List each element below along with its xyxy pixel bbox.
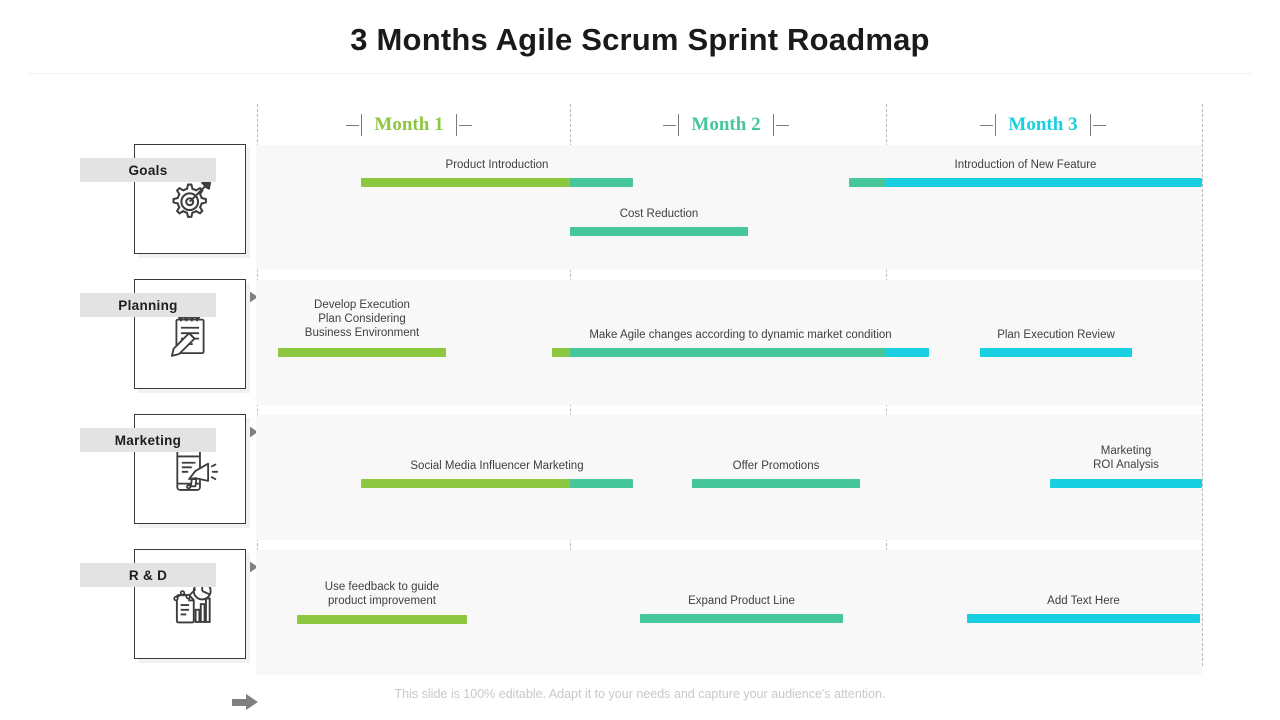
bracket-right-icon: [1089, 114, 1106, 136]
bar-segment-month2: [569, 479, 633, 488]
task-bar[interactable]: [570, 227, 748, 236]
bracket-left-icon: [980, 114, 997, 136]
row-tag-goals[interactable]: Goals: [80, 158, 216, 182]
row-label: Goals: [128, 162, 168, 178]
task-expand-product-line[interactable]: Expand Product Line: [640, 594, 843, 626]
task-caption: Plan Execution Review: [997, 329, 1115, 341]
phone-megaphone-icon: [176, 449, 219, 491]
task-caption: Offer Promotions: [732, 460, 820, 472]
gear-target-icon: [172, 180, 212, 218]
title-divider: [28, 73, 1252, 74]
task-caption: Make Agile changes according to dynamic …: [589, 329, 892, 341]
month-header-3[interactable]: Month 3: [963, 108, 1123, 142]
task-marketing-roi-analysis[interactable]: Marketing ROI Analysis: [1050, 444, 1202, 492]
month-header-row: Month 1 Month 2 Month 3: [0, 108, 1280, 142]
bar-segment-month1: [552, 348, 571, 357]
task-caption: Cost Reduction: [619, 208, 699, 220]
bar-segment-month2: [640, 614, 843, 623]
row-tag-rd[interactable]: R & D: [80, 563, 216, 587]
row-band-planning: [256, 280, 1202, 405]
task-bar[interactable]: [849, 178, 1202, 187]
row-label: Planning: [118, 297, 178, 313]
task-caption: Develop Execution Plan Considering Busin…: [304, 299, 420, 339]
task-social-media-influencer-marketing[interactable]: Social Media Influencer Marketing: [361, 459, 633, 491]
analytics-report-icon: [173, 581, 212, 624]
task-bar[interactable]: [361, 479, 633, 488]
page-title: 3 Months Agile Scrum Sprint Roadmap: [350, 22, 930, 57]
task-develop-execution-plan[interactable]: Develop Execution Plan Considering Busin…: [278, 298, 446, 360]
bracket-right-icon: [772, 114, 789, 136]
footer-note: This slide is 100% editable. Adapt it to…: [394, 687, 886, 701]
row-arrow-icon: [232, 694, 258, 710]
task-bar[interactable]: [297, 615, 467, 624]
bar-segment-month3: [886, 178, 1202, 187]
bar-segment-month1: [297, 615, 467, 624]
month-header-1[interactable]: Month 1: [329, 108, 489, 142]
task-make-agile-changes[interactable]: Make Agile changes according to dynamic …: [552, 328, 929, 360]
month-label: Month 1: [374, 114, 444, 135]
row-label: R & D: [128, 567, 168, 583]
row-band-marketing: [256, 415, 1202, 540]
bar-segment-month2: [570, 227, 748, 236]
bar-segment-month3: [980, 348, 1132, 357]
task-add-text-here[interactable]: Add Text Here: [967, 594, 1200, 626]
month-label: Month 3: [1008, 114, 1078, 135]
bar-segment-month2: [692, 479, 860, 488]
bracket-right-icon: [455, 114, 472, 136]
task-caption: Add Text Here: [1047, 595, 1120, 607]
task-bar[interactable]: [361, 178, 633, 187]
task-bar[interactable]: [552, 348, 929, 357]
task-use-feedback-to-guide[interactable]: Use feedback to guide product improvemen…: [297, 580, 467, 628]
bar-segment-month3: [886, 348, 929, 357]
row-icon-box-goals: [134, 144, 246, 254]
bar-segment-month3: [1050, 479, 1202, 488]
task-cost-reduction[interactable]: Cost Reduction: [570, 207, 748, 239]
task-product-introduction[interactable]: Product Introduction: [361, 158, 633, 190]
task-plan-execution-review[interactable]: Plan Execution Review: [980, 328, 1132, 360]
task-introduction-of-new-feature[interactable]: Introduction of New Feature: [849, 158, 1202, 190]
row-tag-marketing[interactable]: Marketing: [80, 428, 216, 452]
task-caption: Product Introduction: [445, 159, 549, 171]
task-caption: Use feedback to guide product improvemen…: [324, 581, 440, 607]
bar-segment-month1: [278, 348, 446, 357]
task-bar[interactable]: [640, 614, 843, 623]
task-bar[interactable]: [967, 614, 1200, 623]
row-label: Marketing: [114, 432, 182, 448]
task-caption: Introduction of New Feature: [954, 159, 1097, 171]
bar-segment-month1: [361, 178, 570, 187]
divider-right: [1202, 104, 1203, 666]
bar-segment-month2: [849, 178, 887, 187]
month-header-2[interactable]: Month 2: [646, 108, 806, 142]
roadmap-chart: Month 1 Month 2 Month 3: [0, 100, 1280, 710]
row-band-goals: [256, 145, 1202, 270]
bar-segment-month2: [570, 348, 887, 357]
bracket-left-icon: [346, 114, 363, 136]
task-bar[interactable]: [980, 348, 1132, 357]
bar-segment-month3: [967, 614, 1200, 623]
task-bar[interactable]: [278, 348, 446, 357]
task-bar[interactable]: [692, 479, 860, 488]
task-caption: Expand Product Line: [688, 595, 795, 607]
bar-segment-month2: [569, 178, 633, 187]
task-offer-promotions[interactable]: Offer Promotions: [692, 459, 860, 491]
bracket-left-icon: [663, 114, 680, 136]
task-caption: Social Media Influencer Marketing: [410, 460, 584, 472]
row-tag-planning[interactable]: Planning: [80, 293, 216, 317]
month-label: Month 2: [691, 114, 761, 135]
row-band-rd: [256, 550, 1202, 675]
task-bar[interactable]: [1050, 479, 1202, 488]
bar-segment-month1: [361, 479, 570, 488]
task-caption: Marketing ROI Analysis: [1093, 445, 1159, 471]
